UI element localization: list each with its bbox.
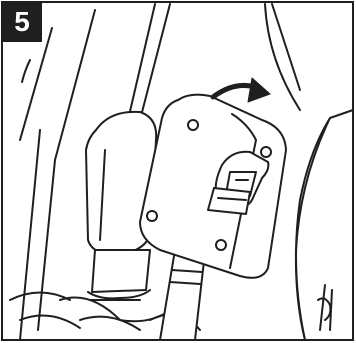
adjuster-plate (140, 95, 286, 278)
rotate-right-arrow (213, 78, 270, 102)
rivet-bottom-left (147, 211, 157, 221)
rivet-top-left (188, 120, 198, 130)
rivet-top-right (261, 147, 271, 157)
right-seat-panel (296, 110, 353, 340)
rivet-bottom-right (216, 240, 226, 250)
step-number-badge: 5 (2, 2, 42, 42)
